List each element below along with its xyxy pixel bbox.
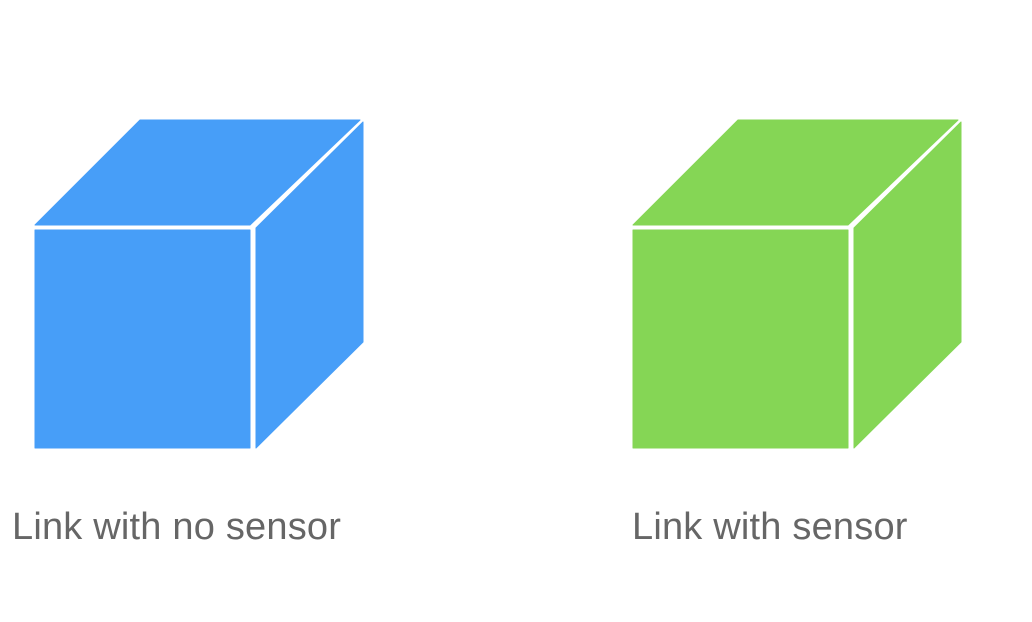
blue-cube-icon [34,119,364,449]
link-with-sensor-label: Link with sensor [632,506,908,548]
cube-side-face [255,121,364,449]
green-cube-icon [632,119,962,449]
cube-top-face [632,119,959,226]
cube-front-face [34,229,251,449]
link-with-sensor-panel: Link with sensor [598,0,998,622]
link-no-sensor-panel: Link with no sensor [0,0,400,622]
cube-side-face [853,121,962,449]
link-no-sensor-label: Link with no sensor [12,506,342,548]
cube-front-face [632,229,849,449]
cube-top-face [34,119,361,226]
